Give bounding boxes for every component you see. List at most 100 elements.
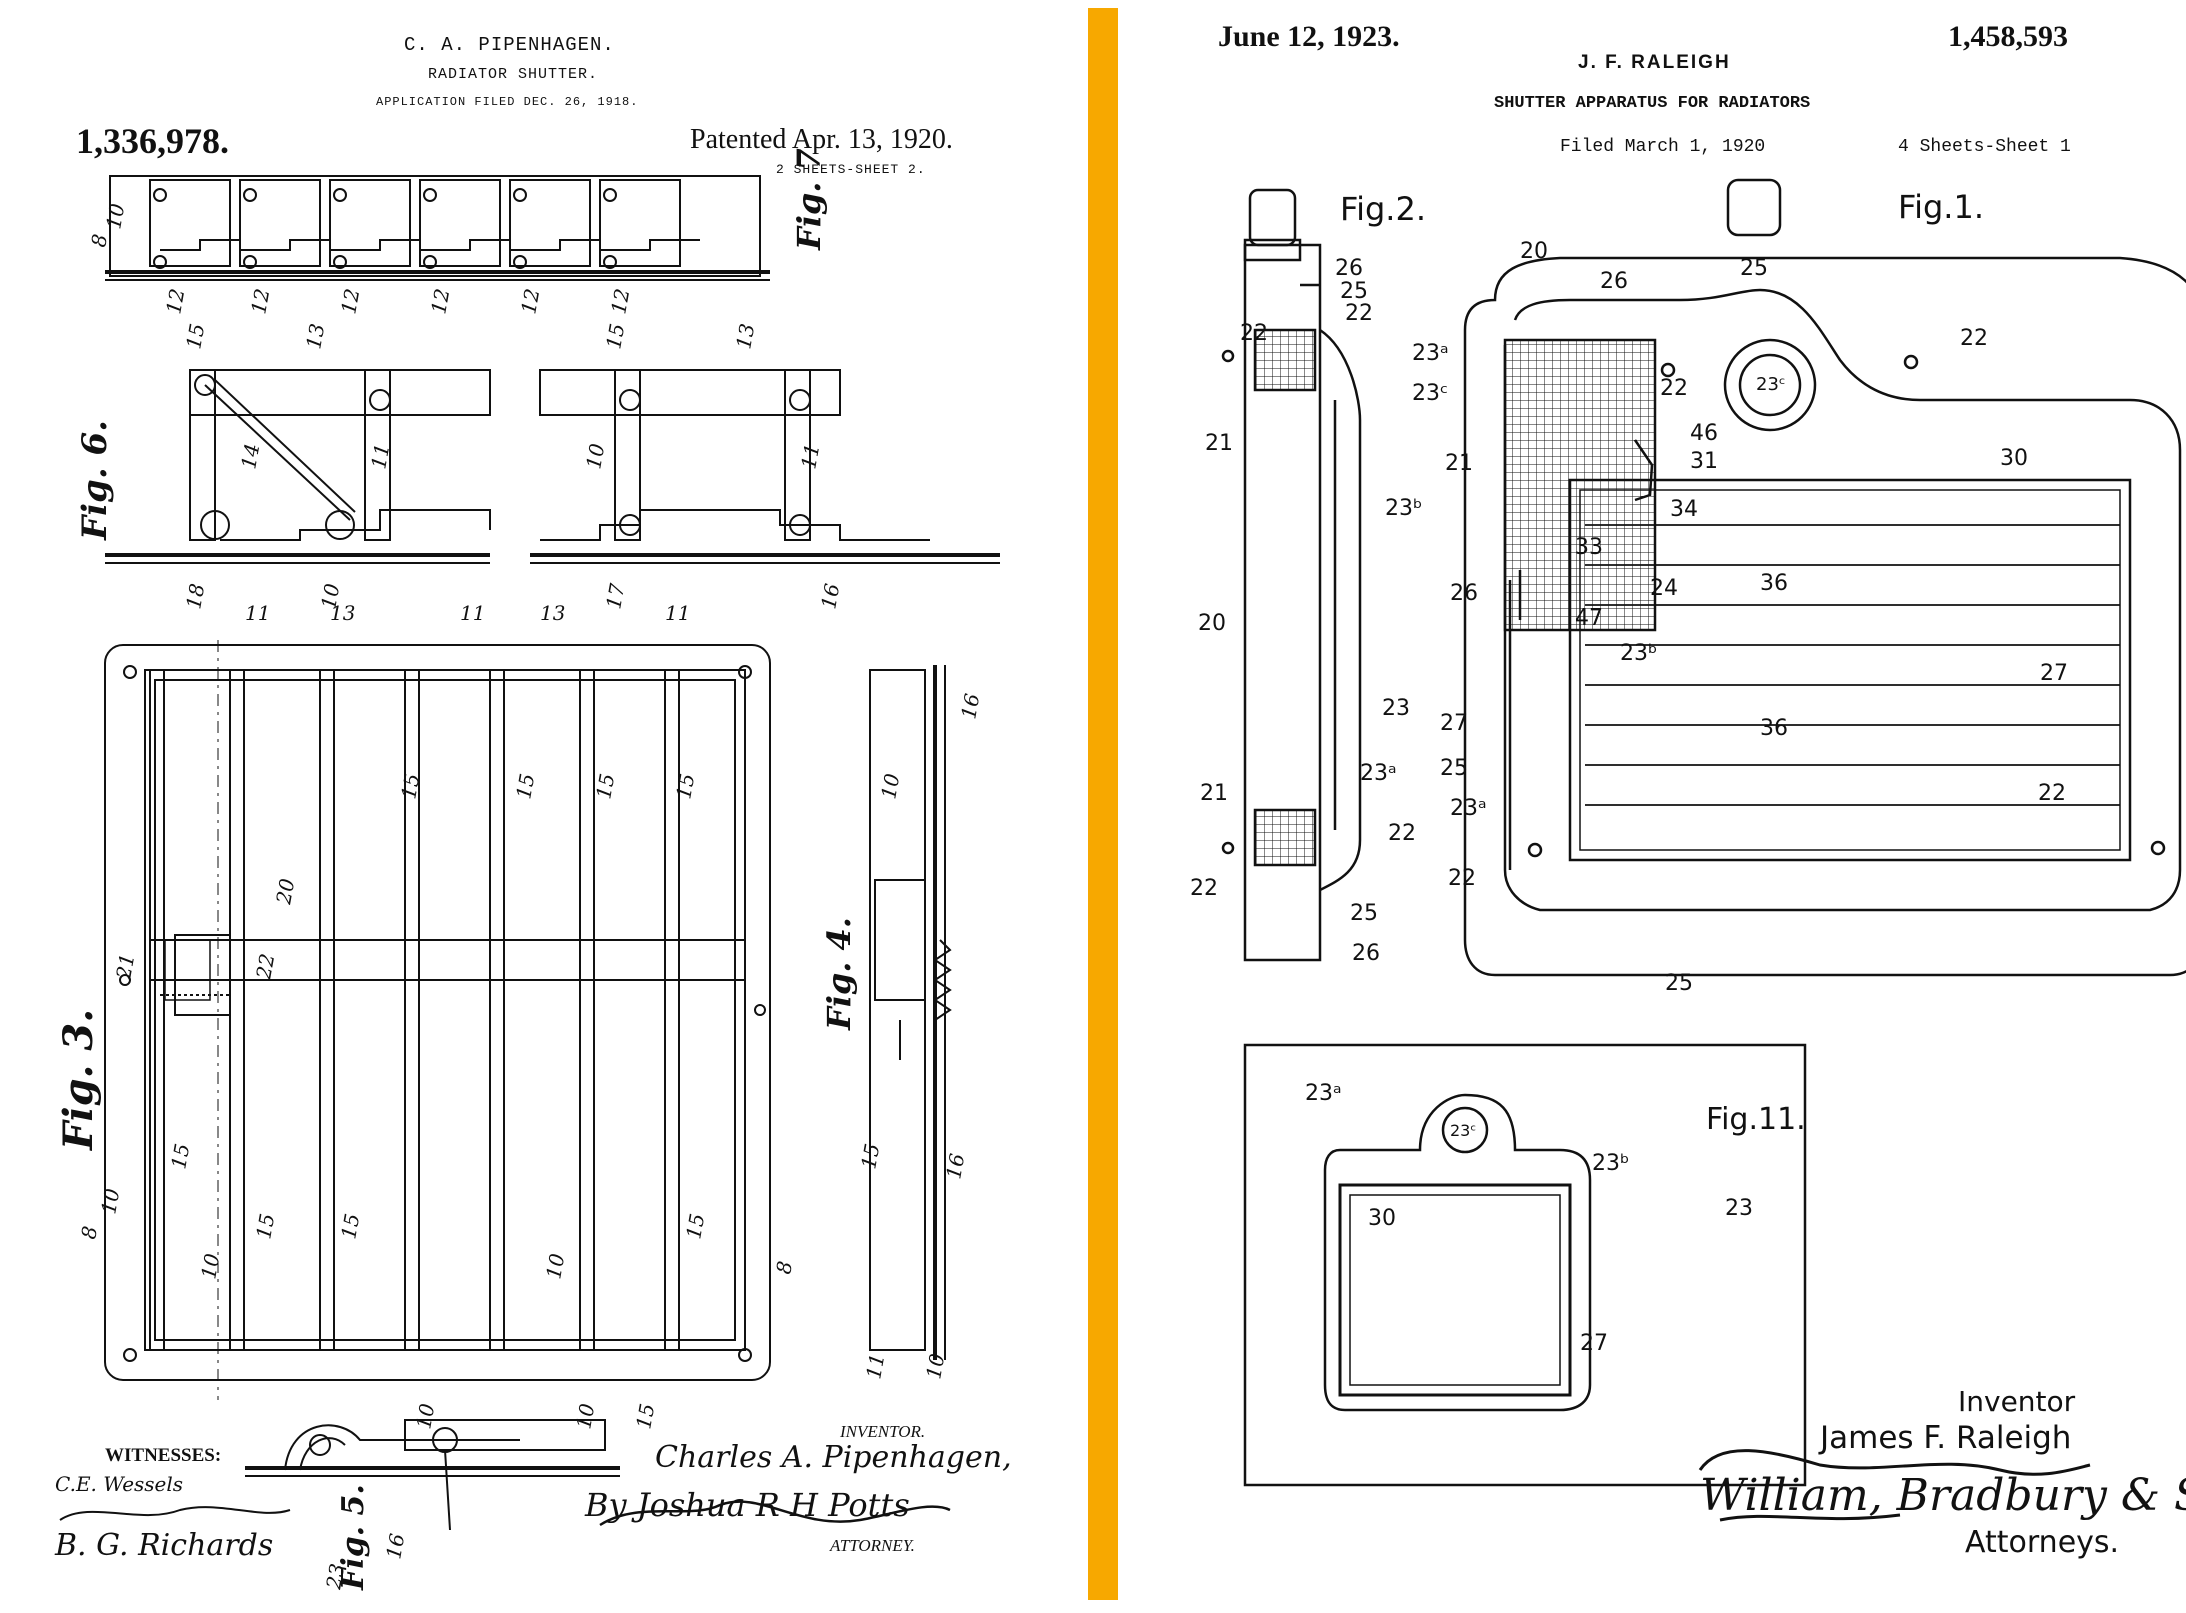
svg-text:11: 11 bbox=[460, 601, 485, 625]
svg-text:12: 12 bbox=[336, 287, 364, 316]
svg-text:13: 13 bbox=[540, 601, 565, 625]
svg-text:23ᵃ: 23ᵃ bbox=[1412, 341, 1449, 366]
svg-text:22: 22 bbox=[251, 952, 279, 982]
svg-text:12: 12 bbox=[426, 287, 454, 316]
svg-text:11: 11 bbox=[665, 601, 690, 625]
svg-text:21: 21 bbox=[1205, 431, 1233, 456]
svg-text:25: 25 bbox=[1665, 971, 1693, 996]
svg-text:22: 22 bbox=[1190, 876, 1218, 901]
svg-text:8: 8 bbox=[86, 232, 112, 249]
svg-text:10: 10 bbox=[541, 1251, 569, 1281]
svg-text:8: 8 bbox=[76, 1224, 102, 1241]
fig4-drawing bbox=[870, 665, 950, 1360]
svg-text:13: 13 bbox=[301, 322, 329, 351]
svg-text:8: 8 bbox=[771, 1259, 797, 1276]
svg-text:13: 13 bbox=[330, 601, 355, 625]
orange-divider bbox=[1088, 8, 1118, 1600]
inventor-label-right: Inventor bbox=[1958, 1385, 2075, 1418]
svg-text:15: 15 bbox=[336, 1212, 364, 1241]
svg-text:26: 26 bbox=[1600, 269, 1628, 294]
svg-text:11: 11 bbox=[861, 1352, 889, 1381]
svg-text:15: 15 bbox=[166, 1142, 194, 1171]
svg-text:16: 16 bbox=[381, 1531, 409, 1561]
svg-text:10: 10 bbox=[411, 1401, 439, 1431]
svg-text:12: 12 bbox=[246, 287, 274, 316]
svg-text:23ᵃ: 23ᵃ bbox=[1450, 796, 1487, 821]
svg-text:10: 10 bbox=[921, 1351, 949, 1381]
svg-text:10: 10 bbox=[96, 1186, 124, 1216]
svg-text:47: 47 bbox=[1575, 606, 1603, 631]
svg-text:36: 36 bbox=[1760, 571, 1788, 596]
svg-text:22: 22 bbox=[2038, 781, 2066, 806]
svg-text:16: 16 bbox=[956, 691, 984, 721]
svg-text:30: 30 bbox=[1368, 1206, 1396, 1231]
svg-text:23ᶜ: 23ᶜ bbox=[1756, 374, 1786, 395]
svg-text:21: 21 bbox=[111, 952, 139, 982]
fig7-drawing bbox=[105, 176, 770, 280]
svg-text:15: 15 bbox=[396, 772, 424, 801]
svg-text:22: 22 bbox=[1240, 321, 1268, 346]
svg-text:31: 31 bbox=[1690, 449, 1718, 474]
svg-text:15: 15 bbox=[681, 1212, 709, 1241]
svg-text:20: 20 bbox=[1198, 611, 1226, 636]
svg-text:15: 15 bbox=[671, 772, 699, 801]
inventor-signature-left: Charles A. Pipenhagen, bbox=[655, 1440, 1012, 1475]
svg-text:21: 21 bbox=[1445, 451, 1473, 476]
svg-text:23ᶜ: 23ᶜ bbox=[1450, 1121, 1476, 1140]
svg-text:12: 12 bbox=[606, 287, 634, 316]
svg-text:11: 11 bbox=[796, 442, 824, 471]
svg-text:15: 15 bbox=[591, 772, 619, 801]
svg-text:23ᵇ: 23ᵇ bbox=[1620, 641, 1657, 666]
svg-text:16: 16 bbox=[941, 1151, 969, 1181]
svg-text:15: 15 bbox=[181, 322, 209, 351]
svg-text:15: 15 bbox=[856, 1142, 884, 1171]
svg-text:22: 22 bbox=[1960, 326, 1988, 351]
svg-text:16: 16 bbox=[816, 581, 844, 611]
svg-text:10: 10 bbox=[581, 441, 609, 471]
svg-text:34: 34 bbox=[1670, 497, 1698, 522]
svg-text:24: 24 bbox=[1650, 576, 1678, 601]
svg-text:23ᵃ: 23ᵃ bbox=[1360, 761, 1397, 786]
svg-text:10: 10 bbox=[876, 771, 904, 801]
svg-text:25: 25 bbox=[1440, 756, 1468, 781]
inventor-name-right: James F. Raleigh bbox=[1820, 1420, 2071, 1456]
left-patent-sheet: C. A. PIPENHAGEN. RADIATOR SHUTTER. APPL… bbox=[0, 0, 1086, 1613]
svg-text:15: 15 bbox=[511, 772, 539, 801]
attorney-label-left: ATTORNEY. bbox=[830, 1536, 915, 1556]
svg-text:23ᵇ: 23ᵇ bbox=[1592, 1151, 1629, 1176]
svg-text:10: 10 bbox=[101, 201, 129, 231]
right-patent-sheet: June 12, 1923. 1,458,593 J. F. RALEIGH S… bbox=[1120, 0, 2186, 1613]
svg-text:22: 22 bbox=[1388, 821, 1416, 846]
svg-text:22: 22 bbox=[1660, 376, 1688, 401]
right-patent-drawings: 22 26 25 22 23ᵃ 23ᶜ 21 23ᵇ 20 23 21 23ᵃ … bbox=[1120, 0, 2186, 1613]
attorney-signature-right: William, Bradbury & See bbox=[1700, 1470, 2186, 1521]
left-patent-drawings: 10 8 12 12 12 12 12 12 15 13 15 13 14 11… bbox=[0, 0, 1086, 1613]
svg-text:18: 18 bbox=[181, 582, 209, 611]
svg-text:23ᵃ: 23ᵃ bbox=[1305, 1081, 1342, 1106]
svg-text:23ᶜ: 23ᶜ bbox=[1412, 381, 1448, 406]
svg-text:22: 22 bbox=[1448, 866, 1476, 891]
svg-text:21: 21 bbox=[1200, 781, 1228, 806]
svg-text:36: 36 bbox=[1760, 716, 1788, 741]
fig2-drawing bbox=[1223, 190, 1360, 960]
fig11-drawing bbox=[1245, 1045, 1805, 1485]
attorney-signature-left: By Joshua R H Potts bbox=[585, 1486, 910, 1524]
svg-text:10: 10 bbox=[571, 1401, 599, 1431]
svg-text:23: 23 bbox=[1725, 1196, 1753, 1221]
fig5-drawing bbox=[245, 1420, 620, 1530]
svg-text:11: 11 bbox=[366, 442, 394, 471]
svg-text:23: 23 bbox=[321, 1562, 349, 1592]
svg-text:10: 10 bbox=[196, 1251, 224, 1281]
attorneys-label: Attorneys. bbox=[1965, 1525, 2119, 1560]
svg-text:15: 15 bbox=[251, 1212, 279, 1241]
svg-text:33: 33 bbox=[1575, 535, 1603, 560]
svg-text:27: 27 bbox=[1580, 1331, 1608, 1356]
svg-text:17: 17 bbox=[601, 581, 629, 611]
svg-text:15: 15 bbox=[631, 1402, 659, 1431]
svg-text:12: 12 bbox=[161, 287, 189, 316]
svg-text:25: 25 bbox=[1350, 901, 1378, 926]
svg-text:46: 46 bbox=[1690, 421, 1718, 446]
svg-text:20: 20 bbox=[271, 876, 299, 906]
svg-text:26: 26 bbox=[1352, 941, 1380, 966]
fig3-drawing bbox=[105, 640, 770, 1400]
